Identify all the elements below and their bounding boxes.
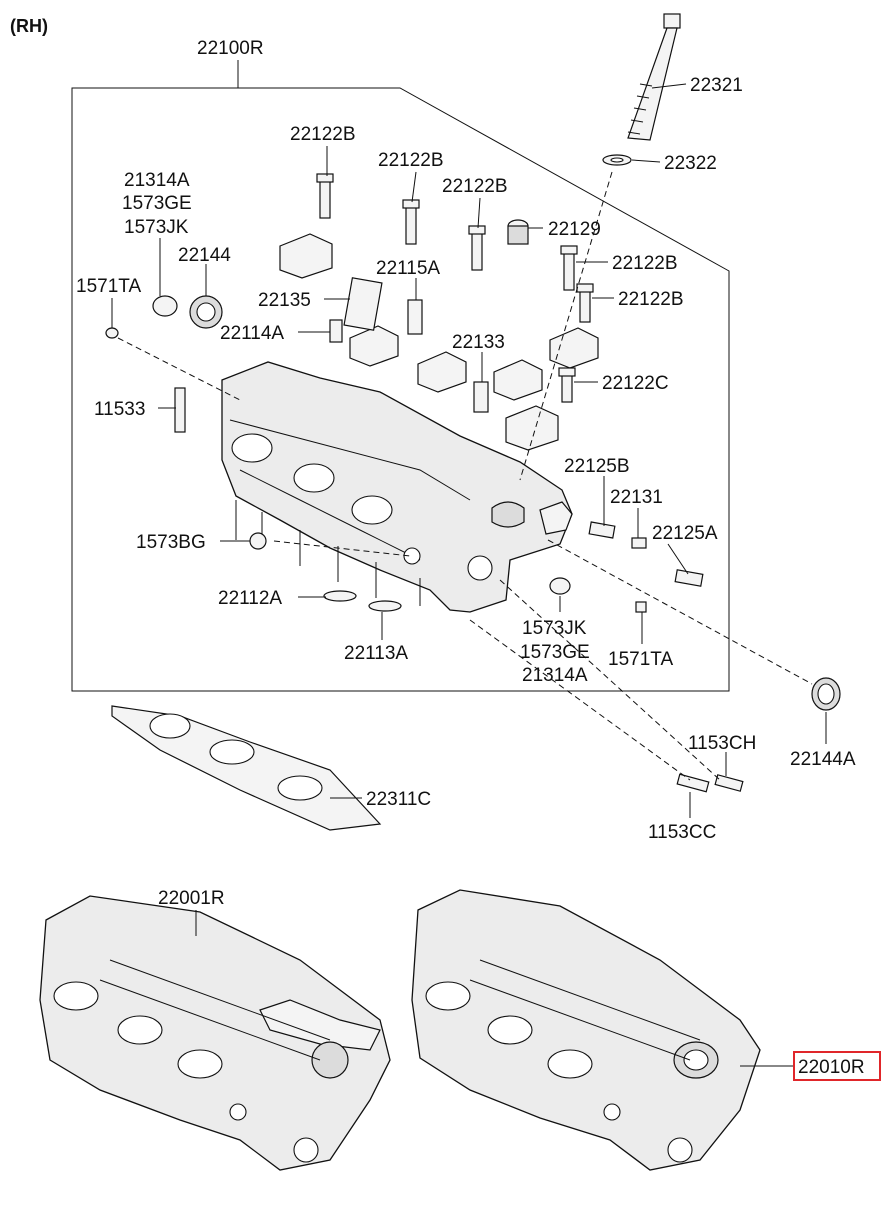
callout-22122B-4[interactable]: 22122B <box>612 253 678 274</box>
head-gasket <box>111 705 382 831</box>
callout-22115A[interactable]: 22115A <box>376 258 440 279</box>
callout-1571TA-left[interactable]: 1571TA <box>76 276 141 297</box>
leader-lines <box>111 83 827 1067</box>
head-bolts <box>316 173 594 403</box>
cylinder-head-bare <box>411 889 761 1171</box>
callout-1573BG[interactable]: 1573BG <box>136 532 206 553</box>
callout-22100R[interactable]: 22100R <box>197 38 264 59</box>
callout-22125B[interactable]: 22125B <box>564 456 630 477</box>
callout-21314A-top[interactable]: 21314A <box>124 170 190 191</box>
callout-1573GE-bottom[interactable]: 1573GE <box>520 642 590 663</box>
callout-1571TA-right[interactable]: 1571TA <box>608 649 673 670</box>
callout-1153CC[interactable]: 1153CC <box>648 822 716 843</box>
callout-22112A[interactable]: 22112A <box>218 588 282 609</box>
callout-22113A[interactable]: 22113A <box>344 643 408 664</box>
cylinder-head-main <box>221 361 573 613</box>
long-head-bolt <box>602 13 681 166</box>
callout-22122C[interactable]: 22122C <box>602 373 669 394</box>
callout-22129[interactable]: 22129 <box>548 219 601 240</box>
callout-22010R[interactable]: 22010R <box>798 1057 865 1078</box>
callout-22122B-1[interactable]: 22122B <box>290 124 356 145</box>
callout-labels: 22321 22322 22122B 22122B 22122B 22129 2… <box>76 75 856 909</box>
callout-22144[interactable]: 22144 <box>178 245 231 266</box>
camshaft-bearing-caps <box>279 233 599 451</box>
highlight-box <box>793 1051 881 1081</box>
callout-22122B-3[interactable]: 22122B <box>442 176 508 197</box>
callout-21314A-bottom[interactable]: 21314A <box>522 665 588 686</box>
head-assembly-with-cams <box>39 895 391 1171</box>
callout-11533[interactable]: 11533 <box>94 399 145 420</box>
callout-22144A[interactable]: 22144A <box>790 749 856 770</box>
callout-22114A[interactable]: 22114A <box>220 323 284 344</box>
callout-22125A[interactable]: 22125A <box>652 523 718 544</box>
callout-22321[interactable]: 22321 <box>690 75 743 96</box>
callout-1153CH[interactable]: 1153CH <box>688 733 756 754</box>
small-parts <box>105 219 841 793</box>
side-label: (RH) <box>10 16 48 36</box>
callout-22311C[interactable]: 22311C <box>366 789 431 810</box>
callout-22001R[interactable]: 22001R <box>158 888 225 909</box>
callout-1573JK-top[interactable]: 1573JK <box>124 217 189 238</box>
callout-1573JK-bottom[interactable]: 1573JK <box>522 618 587 639</box>
assembly-outline <box>71 60 730 692</box>
callout-22122B-2[interactable]: 22122B <box>378 150 444 171</box>
highlighted-part-callout[interactable]: 22010R <box>793 1051 881 1081</box>
callout-22322[interactable]: 22322 <box>664 153 717 174</box>
callout-22133[interactable]: 22133 <box>452 332 505 353</box>
callout-22135[interactable]: 22135 <box>258 290 311 311</box>
callout-22122B-5[interactable]: 22122B <box>618 289 684 310</box>
callout-22131[interactable]: 22131 <box>610 487 663 508</box>
callout-1573GE-top[interactable]: 1573GE <box>122 193 192 214</box>
